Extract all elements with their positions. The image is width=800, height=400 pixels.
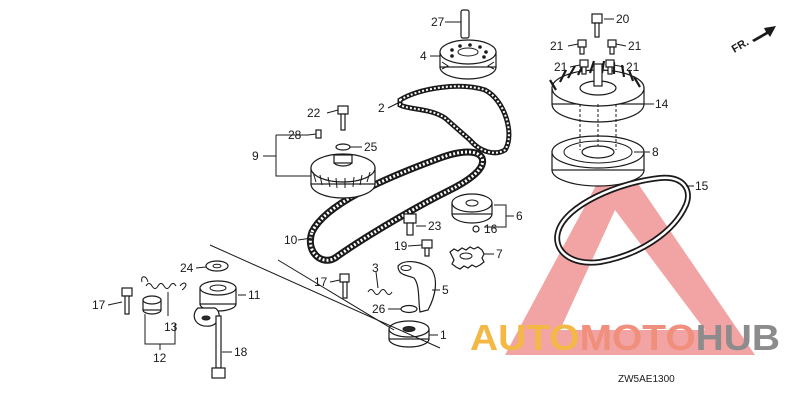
part-4-pulley xyxy=(439,39,497,80)
callout-12: 12 xyxy=(153,351,167,365)
callout-21: 21 xyxy=(554,60,568,74)
callout-21: 21 xyxy=(628,39,642,53)
callout-25: 25 xyxy=(364,140,378,154)
callout-26: 26 xyxy=(372,302,386,316)
part-24-washer xyxy=(205,260,229,272)
callout-7: 7 xyxy=(496,247,503,261)
watermark-hub: HUB xyxy=(696,317,780,358)
part-6-gear xyxy=(451,193,493,224)
part-19-bolt xyxy=(421,239,433,257)
callout-4: 4 xyxy=(420,49,427,63)
front-label: FR. xyxy=(730,36,751,55)
drawing-code: ZW5AE1300 xyxy=(618,374,675,385)
callout-14: 14 xyxy=(655,97,669,111)
part-20-bolt xyxy=(591,13,603,38)
callout-5: 5 xyxy=(442,283,449,297)
part-13-spring xyxy=(141,276,187,291)
callout-27: 27 xyxy=(431,15,445,29)
part-16-washer xyxy=(472,225,480,233)
part-3-spring xyxy=(367,289,393,295)
callout-15: 15 xyxy=(695,179,709,193)
part-9-gear xyxy=(310,153,376,199)
part-23-bolt xyxy=(403,213,417,236)
callout-28: 28 xyxy=(288,128,302,142)
part-26-washer xyxy=(400,304,418,314)
callout-21: 21 xyxy=(550,39,564,53)
callout-22: 22 xyxy=(307,106,321,120)
assembly-guide-lines xyxy=(209,244,441,349)
callout-17: 17 xyxy=(92,298,106,312)
watermark-moto: MOTO xyxy=(580,317,696,358)
callout-21: 21 xyxy=(626,60,640,74)
callout-13: 13 xyxy=(164,320,178,334)
part-27-pin xyxy=(460,9,470,39)
callout-9: 9 xyxy=(252,149,259,163)
part-25-washer xyxy=(335,143,351,151)
callout-8: 8 xyxy=(652,145,659,159)
part-17-bolt-right xyxy=(339,273,350,299)
callout-20: 20 xyxy=(616,12,630,26)
leader-lines xyxy=(107,18,694,353)
callout-18: 18 xyxy=(234,345,248,359)
part-11-tensioner-arm xyxy=(193,280,237,327)
callout-1: 1 xyxy=(440,328,447,342)
part-2-belt xyxy=(397,83,512,156)
callout-16: 16 xyxy=(484,222,498,236)
part-12-collar xyxy=(142,295,162,315)
part-10-belt xyxy=(306,148,487,264)
callout-24: 24 xyxy=(180,261,194,275)
callout-2: 2 xyxy=(378,101,385,115)
part-17-bolt-left xyxy=(121,287,133,315)
part-7-gear xyxy=(449,246,485,270)
part-15-belt xyxy=(554,174,691,266)
part-5-tension-lever xyxy=(397,261,437,313)
callout-6: 6 xyxy=(516,209,523,223)
part-28-key xyxy=(315,129,322,139)
part-14-fan xyxy=(549,60,645,123)
front-direction-marker: FR. xyxy=(730,26,776,56)
watermark-triangle xyxy=(505,150,755,355)
part-18-bolt xyxy=(211,315,226,379)
callout-19: 19 xyxy=(394,239,408,253)
callout-10: 10 xyxy=(284,233,298,247)
callout-labels: 27 20 21 21 21 21 4 2 14 22 28 25 9 8 15… xyxy=(92,12,709,365)
callout-23: 23 xyxy=(428,219,442,233)
part-21-bolts xyxy=(577,39,617,75)
callout-11: 11 xyxy=(248,288,261,302)
callout-17: 17 xyxy=(314,275,328,289)
callout-3: 3 xyxy=(372,261,379,275)
watermark-auto: AUTO xyxy=(470,317,580,358)
part-8-pulley xyxy=(551,104,645,187)
part-22-bolt xyxy=(337,105,349,131)
